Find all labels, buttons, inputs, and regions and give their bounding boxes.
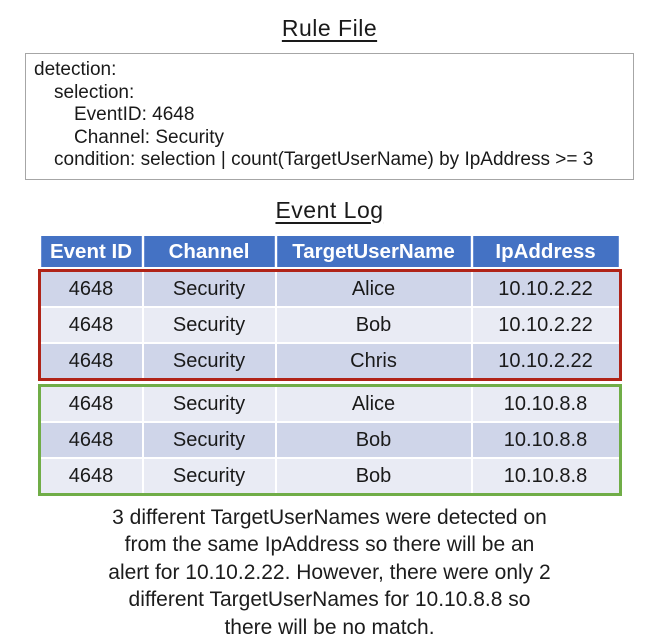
table-row: 4648 Security Alice 10.10.2.22 <box>40 271 619 306</box>
rule-line-detection: detection: <box>34 59 117 80</box>
table-cell-event-id: 4648 <box>40 422 142 457</box>
table-cell-ipaddress: 10.10.8.8 <box>472 386 619 421</box>
rule-file-title: Rule File <box>0 0 659 42</box>
event-log-title: Event Log <box>0 197 659 224</box>
table-cell-event-id: 4648 <box>40 271 142 306</box>
caption-line: alert for 10.10.2.22. However, there wer… <box>108 560 551 584</box>
table-cell-channel: Security <box>143 343 275 378</box>
rule-line-eventid: EventID: 4648 <box>74 104 195 125</box>
table-cell-targetusername: Bob <box>276 458 471 493</box>
table-cell-channel: Security <box>143 271 275 306</box>
table-row: 4648 Security Chris 10.10.2.22 <box>40 343 619 378</box>
table-row: 4648 Security Bob 10.10.2.22 <box>40 307 619 342</box>
caption-line: 3 different TargetUserNames were detecte… <box>112 505 547 529</box>
explanation-caption: 3 different TargetUserNames were detecte… <box>0 504 659 642</box>
caption-line: there will be no match. <box>224 615 435 639</box>
caption-line: different TargetUserNames for 10.10.8.8 … <box>128 588 531 611</box>
table-cell-ipaddress: 10.10.8.8 <box>472 458 619 493</box>
alert-group-red-outline: 4648 Security Alice 10.10.2.22 4648 Secu… <box>37 268 622 381</box>
table-cell-channel: Security <box>143 422 275 457</box>
rule-file-box: detection: selection: EventID: 4648 Chan… <box>25 53 634 180</box>
table-cell-ipaddress: 10.10.2.22 <box>472 271 619 306</box>
table-cell-targetusername: Alice <box>276 271 471 306</box>
table-cell-channel: Security <box>143 458 275 493</box>
caption-line: from the same IpAddress so there will be… <box>124 533 535 556</box>
table-cell-ipaddress: 10.10.2.22 <box>472 307 619 342</box>
table-row: 4648 Security Bob 10.10.8.8 <box>40 458 619 493</box>
table-cell-targetusername: Bob <box>276 422 471 457</box>
table-cell-event-id: 4648 <box>40 386 142 421</box>
rule-file-title-text: Rule File <box>281 15 378 41</box>
table-cell-ipaddress: 10.10.2.22 <box>472 343 619 378</box>
header-cell-channel: Channel <box>143 235 275 267</box>
table-cell-targetusername: Chris <box>276 343 471 378</box>
header-cell-event-id: Event ID <box>40 235 142 267</box>
event-log-header-row: Event ID Channel TargetUserName IpAddres… <box>40 235 619 267</box>
rule-line-channel: Channel: Security <box>74 126 224 148</box>
rule-line-selection: selection: <box>54 81 135 103</box>
event-log-title-text: Event Log <box>275 196 384 223</box>
table-cell-channel: Security <box>143 386 275 421</box>
table-cell-event-id: 4648 <box>40 343 142 378</box>
table-cell-event-id: 4648 <box>40 458 142 493</box>
table-cell-event-id: 4648 <box>40 307 142 342</box>
no-match-group-green-outline: 4648 Security Alice 10.10.8.8 4648 Secur… <box>37 383 622 496</box>
table-cell-targetusername: Bob <box>276 307 471 342</box>
table-row: 4648 Security Bob 10.10.8.8 <box>40 422 619 457</box>
table-cell-ipaddress: 10.10.8.8 <box>472 422 619 457</box>
table-row: 4648 Security Alice 10.10.8.8 <box>40 386 619 421</box>
rule-line-condition: condition: selection | count(TargetUserN… <box>54 149 594 170</box>
table-cell-targetusername: Alice <box>276 386 471 421</box>
header-cell-targetusername: TargetUserName <box>276 235 471 267</box>
event-log-table: Event ID Channel TargetUserName IpAddres… <box>37 235 622 496</box>
table-cell-channel: Security <box>143 307 275 342</box>
header-cell-ipaddress: IpAddress <box>472 235 619 267</box>
